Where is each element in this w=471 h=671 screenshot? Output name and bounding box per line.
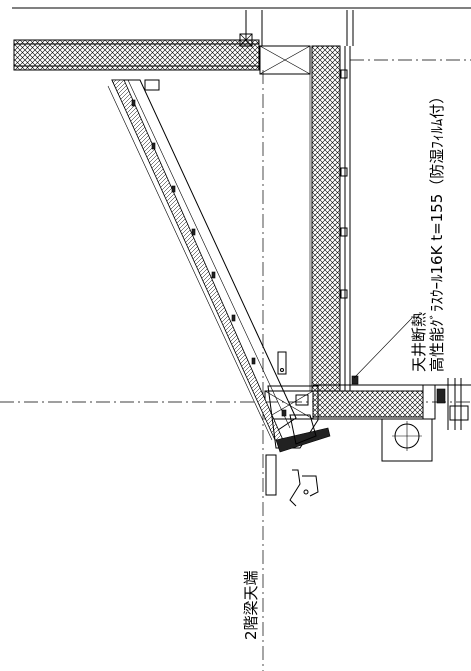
upper-floor-insulation: [12, 7, 471, 71]
wall-clips: [340, 69, 359, 385]
insulation-note-line1: 天井断熱: [410, 312, 428, 372]
wall-insulation: [309, 45, 351, 392]
eave-detail: [265, 351, 331, 507]
insulation-note-line2: 高性能ｸﾞﾗｽｳｰﾙ16K t=155（防湿ﾌｨﾙﾑ付）: [428, 89, 446, 372]
insulation-note: 天井断熱 高性能ｸﾞﾗｽｳｰﾙ16K t=155（防湿ﾌｨﾙﾑ付）: [410, 89, 446, 372]
upper-wall-lines: [245, 10, 354, 46]
roof-battens: [131, 79, 256, 365]
beam-label: 2階梁天端: [242, 570, 260, 640]
beam-label-text: 2階梁天端: [242, 570, 260, 640]
upper-beam-block: [259, 45, 311, 75]
note-leader-line: [353, 317, 413, 379]
vent-duct: [381, 418, 433, 462]
